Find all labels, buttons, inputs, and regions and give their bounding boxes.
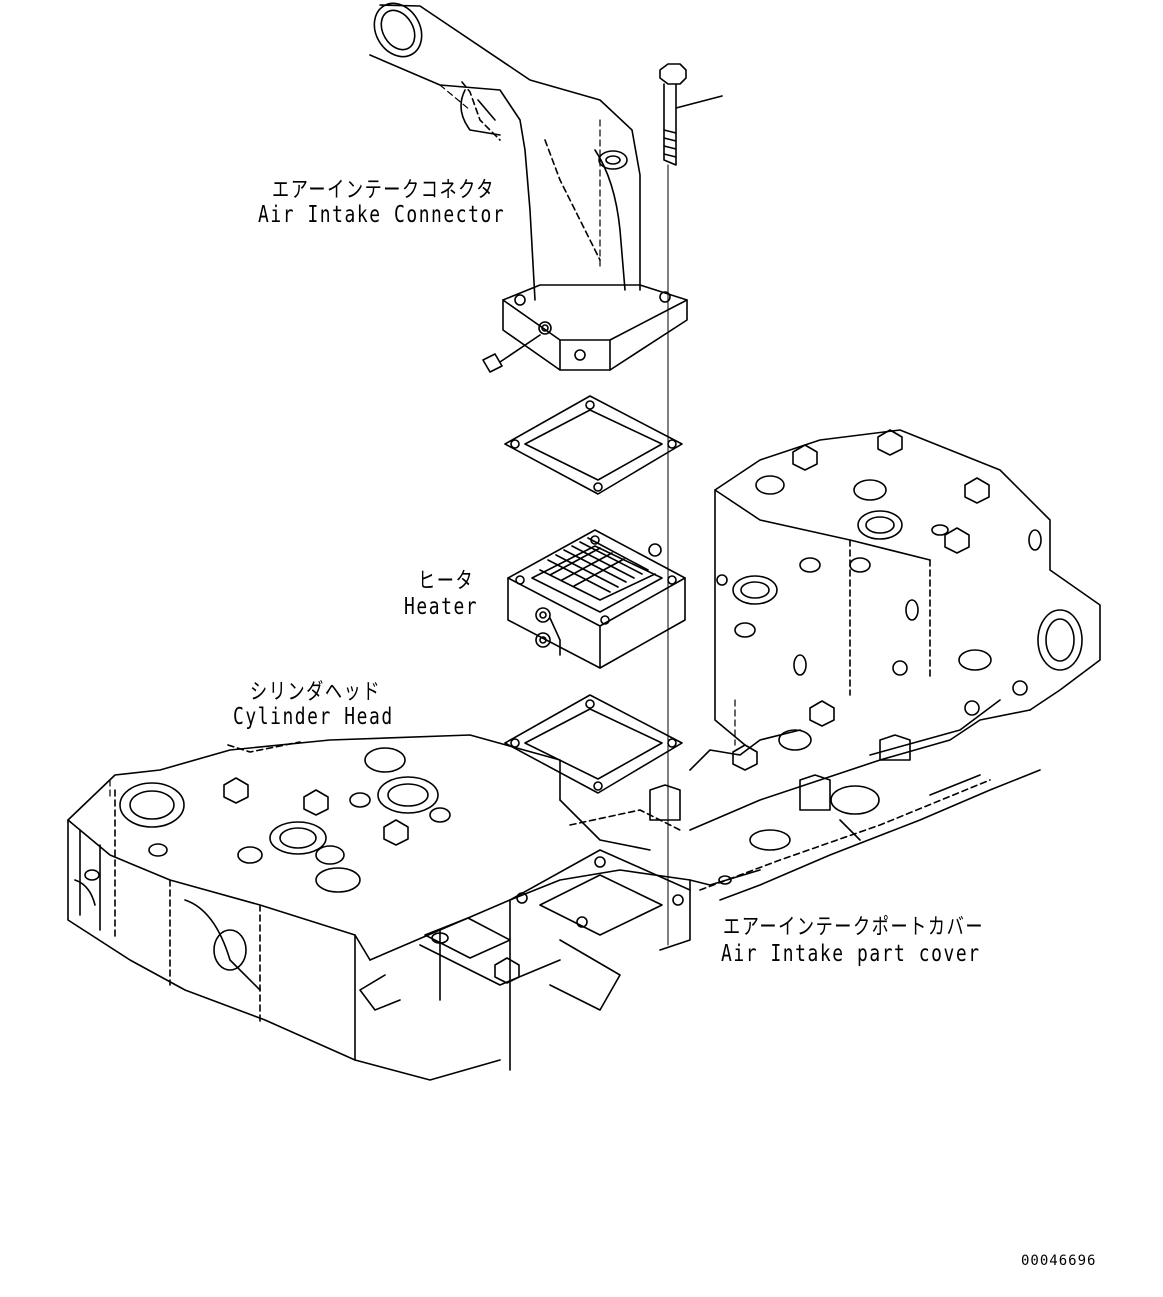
lower-gasket bbox=[504, 694, 683, 794]
drawing-number: 00046696 bbox=[1021, 1253, 1097, 1269]
bolt-leader-line bbox=[675, 95, 723, 109]
air-intake-port-cover-label-jp: エアーインテークポートカバー bbox=[723, 915, 985, 940]
air-intake-connector bbox=[369, 2, 688, 373]
heater-label-en: Heater bbox=[404, 594, 479, 620]
air-intake-port-cover-label-en: Air Intake part cover bbox=[721, 941, 981, 967]
heater-label-jp: ヒータ bbox=[418, 569, 475, 594]
cylinder-head bbox=[67, 429, 1101, 1081]
air-intake-connector-label-en: Air Intake Connector bbox=[258, 202, 506, 228]
hidden-lines bbox=[109, 84, 736, 801]
heater bbox=[507, 529, 686, 669]
cylinder-head-label-en: Cylinder Head bbox=[233, 704, 394, 730]
cylinder-head-label-jp: シリンダヘッド bbox=[250, 680, 382, 705]
mounting-bolt bbox=[659, 63, 723, 946]
air-intake-connector-label-jp: エアーインテークコネクタ bbox=[272, 178, 495, 203]
upper-gasket bbox=[504, 395, 683, 495]
